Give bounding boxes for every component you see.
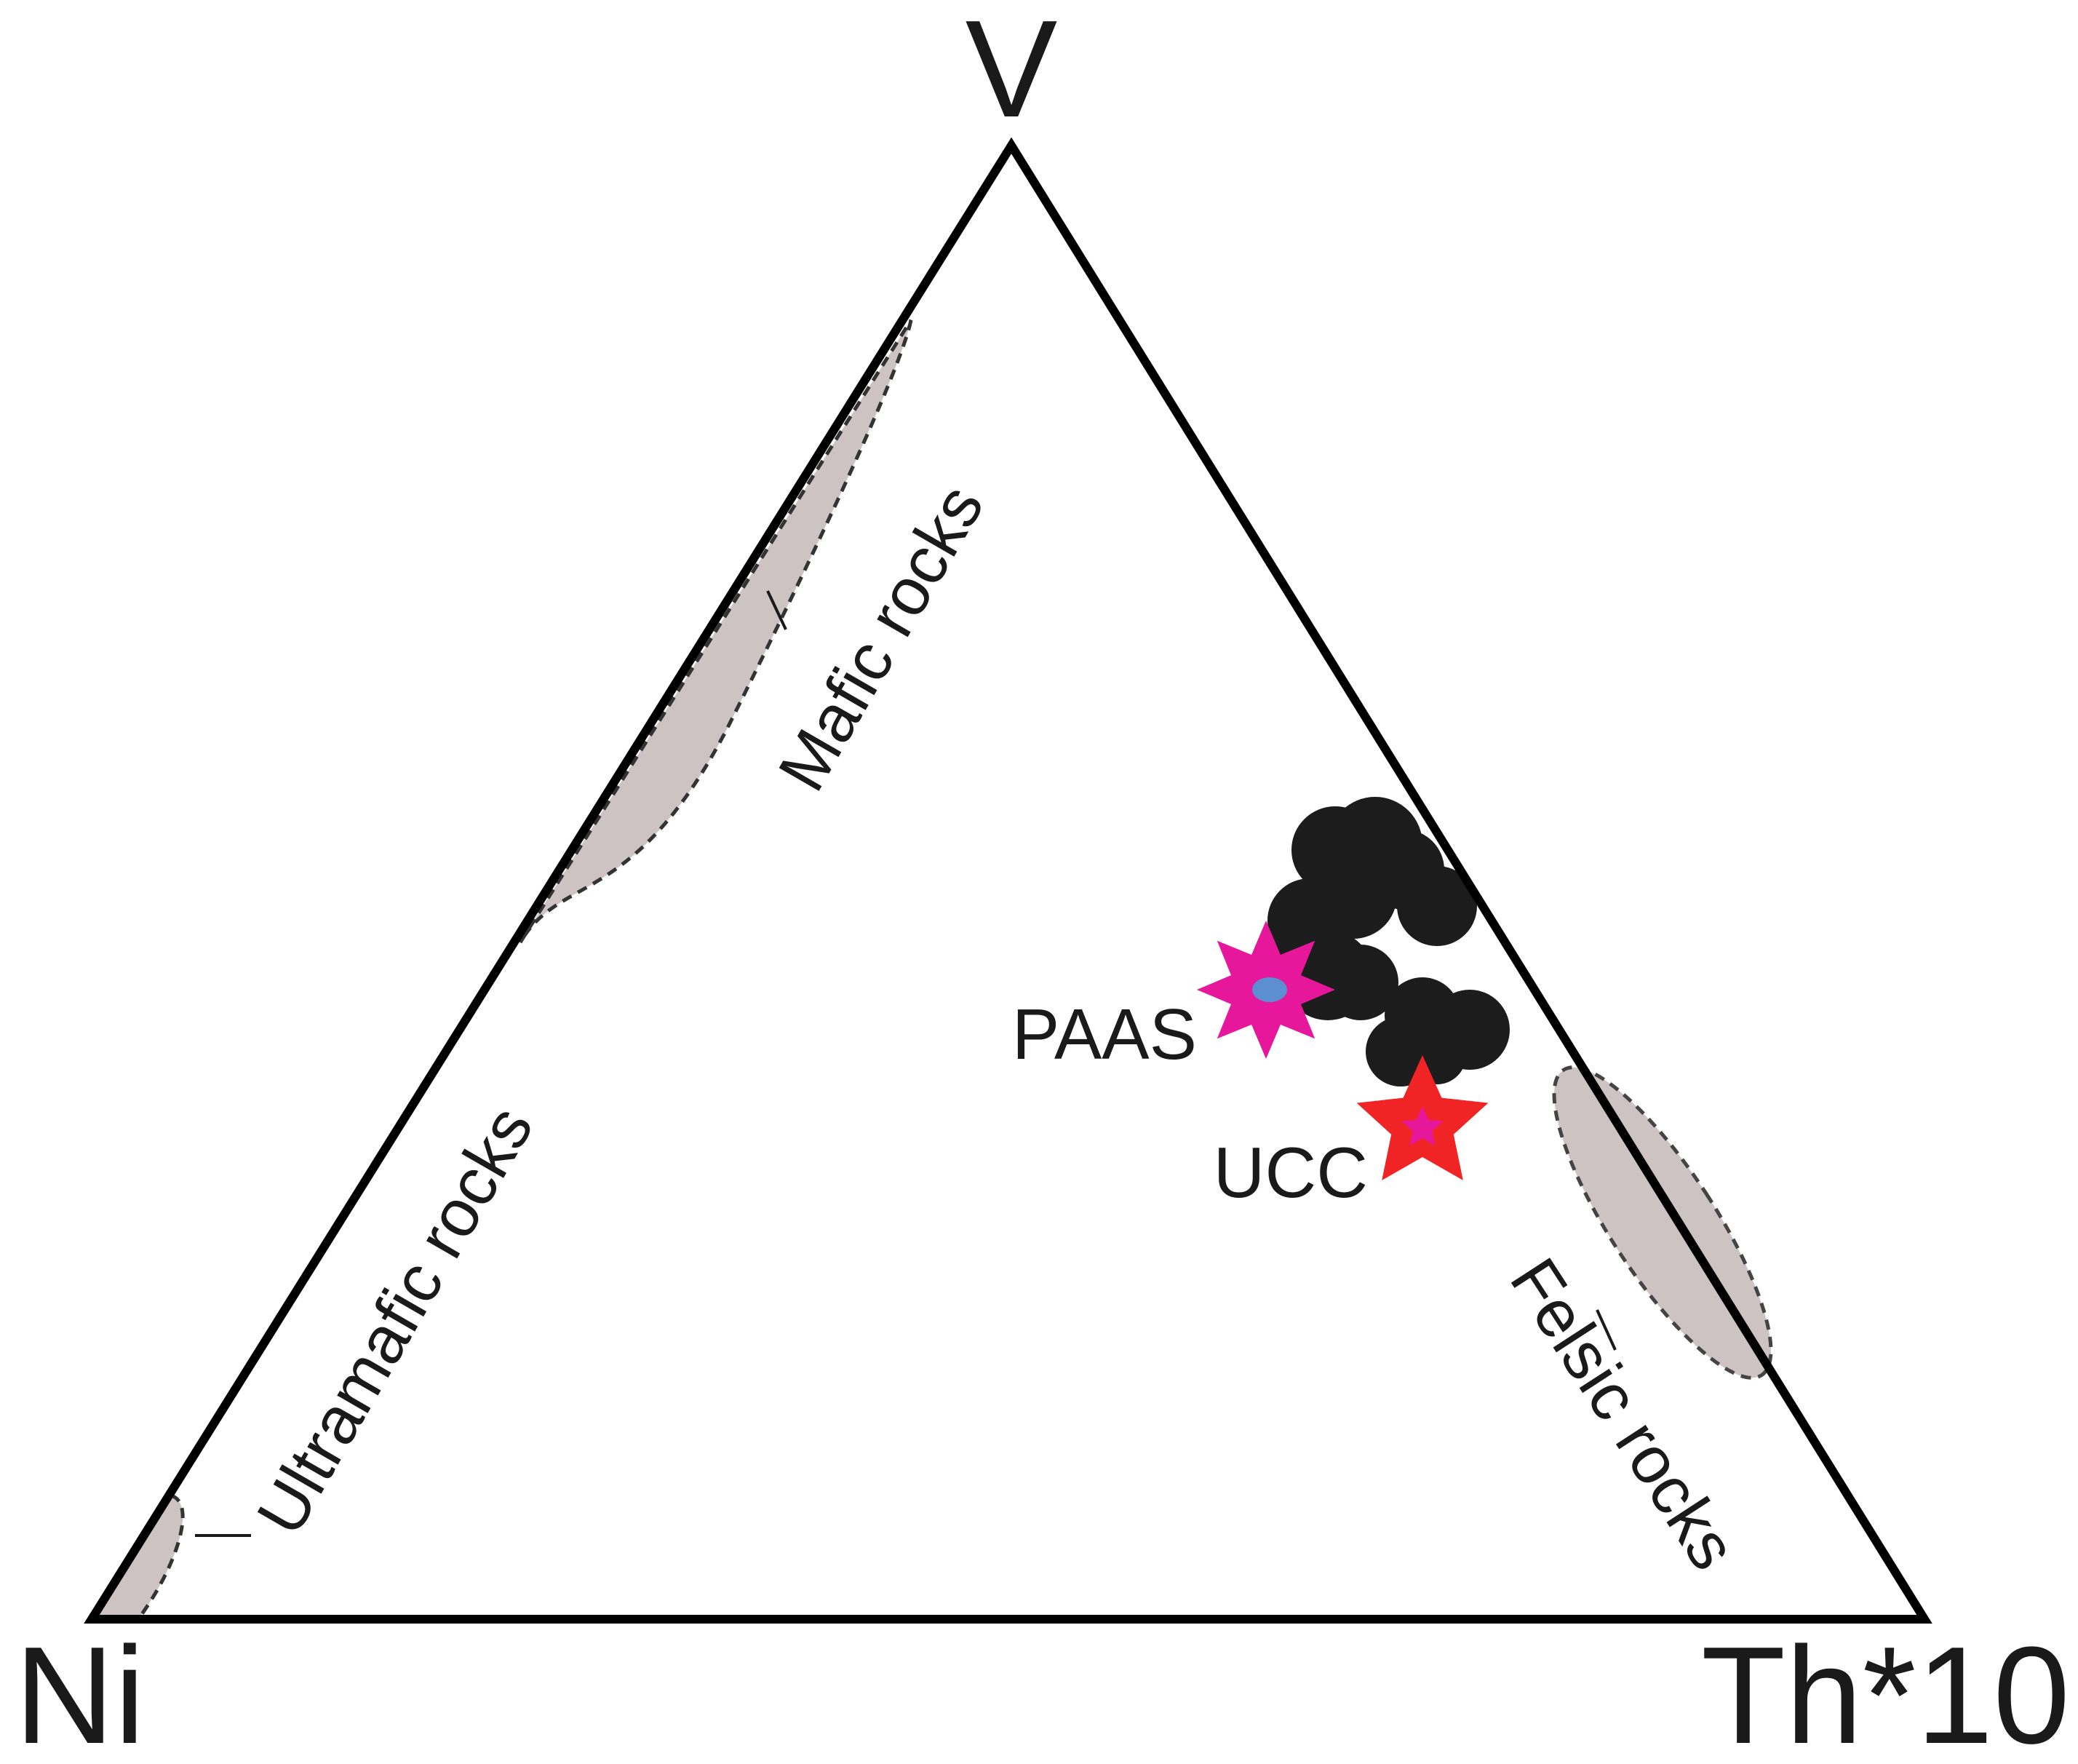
leader-lines — [195, 590, 1617, 1537]
marker-core-ucc — [1401, 1106, 1444, 1146]
label-ultramafic-rocks: Ultramafic rocks — [243, 1094, 547, 1546]
leader-mafic — [766, 590, 787, 630]
label-paas: PAAS — [1012, 994, 1197, 1074]
sample-cluster — [1240, 797, 1510, 1086]
apex-label-ni: Ni — [15, 1618, 145, 1764]
leader-felsic — [1596, 1309, 1617, 1351]
field-felsic-rocks — [1552, 1065, 1773, 1380]
marker-core-paas — [1252, 977, 1287, 1002]
ternary-frame — [84, 137, 1932, 1624]
label-ucc: UCC — [1214, 1132, 1368, 1212]
apex-label-v: V — [966, 0, 1058, 146]
apex-label-th10: Th*10 — [1701, 1618, 2070, 1764]
sample-point — [1397, 866, 1477, 946]
sample-point — [1323, 945, 1398, 1020]
field-mafic-rocks — [518, 319, 913, 944]
reference-markers — [1197, 921, 1489, 1180]
